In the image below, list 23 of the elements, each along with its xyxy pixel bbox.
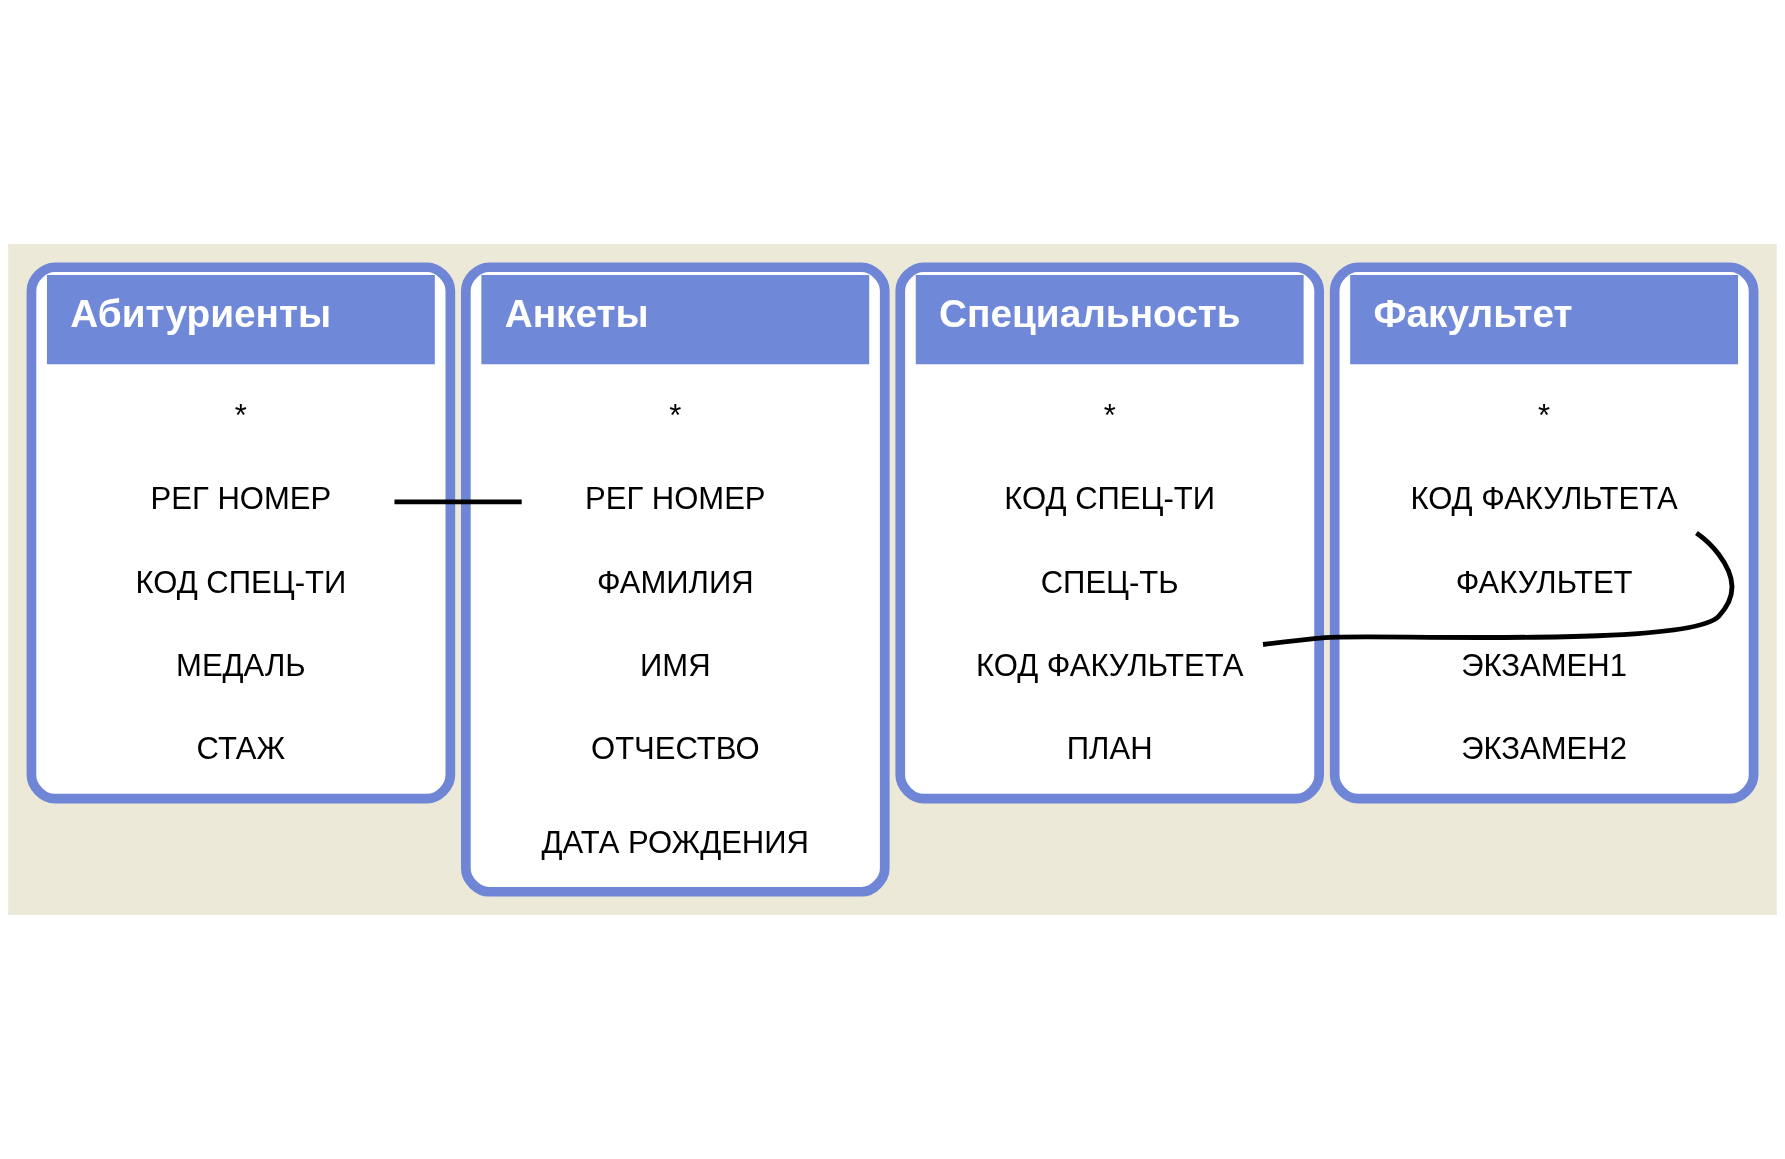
node-text: ПЛАН (1066, 731, 1153, 767)
node-text: * (234, 397, 247, 433)
node-text: КОД СПЕЦ-ТИ (1004, 481, 1216, 517)
node-text: КОД ФАКУЛЬТЕТА (976, 648, 1244, 684)
node-text: СТАЖ (196, 731, 286, 767)
node-text: * (1103, 397, 1116, 433)
node-text: КОД ФАКУЛЬТЕТА (1410, 481, 1678, 517)
node-text: МЕДАЛЬ (176, 648, 306, 684)
node-text: ДАТА РОЖДЕНИЯ (541, 824, 809, 860)
node-text: * (1538, 397, 1551, 433)
node-text: РЕГ НОМЕР (150, 481, 332, 517)
connector (394, 499, 522, 505)
node-text: ОТЧЕСТВО (591, 731, 760, 767)
node-text: * (669, 397, 682, 433)
node-text: СПЕЦ-ТЬ (1040, 564, 1179, 600)
node-text: ИМЯ (640, 648, 711, 684)
node-text: ЭКЗАМЕН2 (1461, 731, 1627, 767)
node-text: ФАМИЛИЯ (596, 564, 754, 600)
node-text: ФАКУЛЬТЕТ (1455, 564, 1633, 600)
node-text: ЭКЗАМЕН1 (1461, 648, 1627, 684)
node-text: РЕГ НОМЕР (585, 481, 766, 517)
node-text: КОД СПЕЦ-ТИ (135, 564, 347, 600)
connector (1262, 531, 1735, 647)
